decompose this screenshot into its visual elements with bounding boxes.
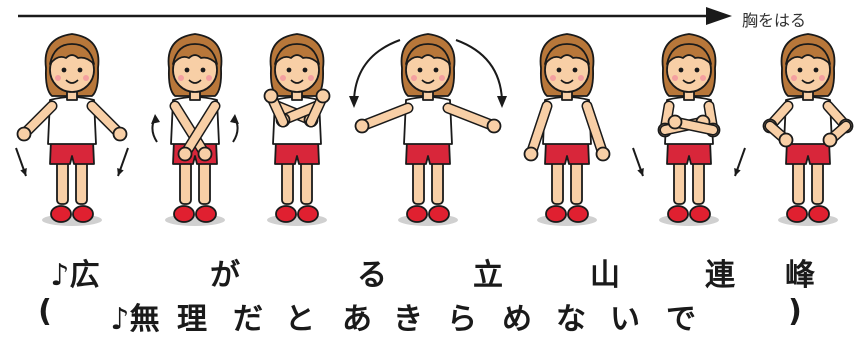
lyric-char: だ [233, 302, 263, 337]
lyric-char: 立 [473, 258, 503, 293]
lyric-char: あ [342, 302, 372, 337]
lyric-char: る [357, 258, 387, 293]
lyric-char: い [610, 302, 640, 337]
down-arrows-icon [632, 147, 746, 177]
exercise-figures [15, 33, 854, 226]
lyric-char: め [502, 302, 532, 337]
lyric-line-1: ♪広 が る 立 山 連 峰 [0, 250, 867, 293]
lyric-char: が [210, 258, 240, 293]
figure-5 [523, 33, 611, 226]
down-arrows-icon [15, 147, 129, 177]
figure-7 [762, 33, 854, 226]
lyric-char: 山 [590, 258, 620, 293]
lyric-char: な [556, 302, 586, 337]
lyric-char: き [393, 302, 423, 337]
lyric-char: ♪無 [110, 302, 160, 337]
figure-2 [151, 33, 239, 226]
lyric-char: と [285, 302, 315, 337]
direction-caption: 胸をはる [742, 11, 807, 30]
lyric-char: 理 [177, 302, 207, 337]
figure-1 [15, 33, 129, 226]
lyric-char: 連 [705, 258, 735, 293]
lyric-char: ら [447, 302, 477, 337]
arc-arrows-icon [349, 39, 507, 108]
lyric-char: ) [788, 294, 802, 329]
lyric-line-2: ( ♪無理だとあきらめないで) [0, 294, 867, 337]
progress-arrow [18, 7, 732, 25]
figure-6 [632, 33, 746, 226]
rotate-arrows-icon [151, 114, 239, 143]
lyric-char: ♪広 [50, 258, 100, 293]
figure-3 [263, 33, 331, 226]
lyric-char: 峰 [785, 258, 815, 293]
figure-4 [349, 33, 507, 226]
lyric-char: で [666, 302, 696, 337]
lyric-char: ( [38, 294, 52, 329]
